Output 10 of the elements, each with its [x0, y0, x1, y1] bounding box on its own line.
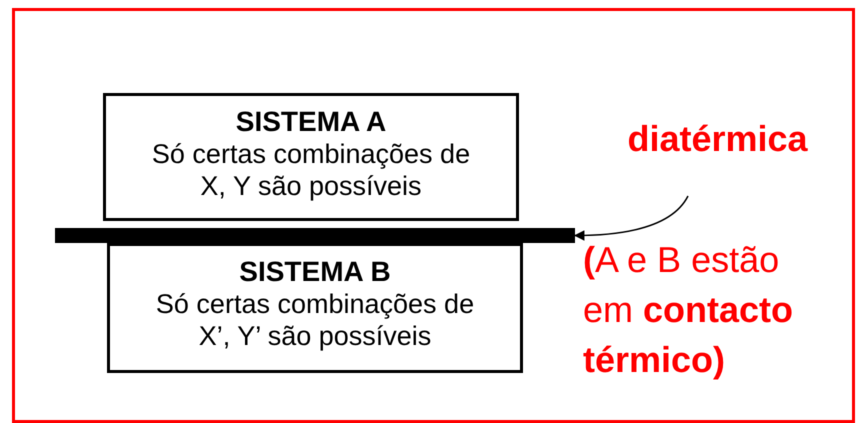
system-box	[107, 243, 523, 373]
box-description: Só certas combinações de X, Y são possíveis	[150, 138, 472, 202]
annotation-text: diatérmica	[600, 118, 835, 168]
wall-bar	[55, 228, 575, 243]
system-box	[103, 93, 519, 221]
box-title: SISTEMA B	[238, 256, 392, 288]
annotation-note: (A e B estão em contacto térmico)	[583, 238, 794, 382]
arrow	[574, 196, 689, 241]
box-description: Só certas combinações de X’, Y’ são possíveis	[154, 288, 476, 352]
box-title: SISTEMA A	[234, 106, 388, 138]
